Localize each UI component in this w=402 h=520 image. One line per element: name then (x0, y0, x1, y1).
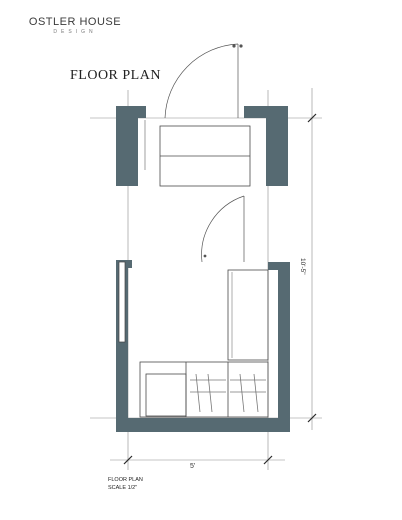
caption-scale: SCALE 1/2" (108, 485, 138, 491)
door-knob (203, 254, 207, 258)
counter-outline (139, 361, 269, 418)
dimension-width-label: 5' (190, 463, 196, 470)
rack-stroke (253, 373, 259, 413)
wall-panel (118, 261, 126, 343)
plan-title: FLOOR PLAN (70, 68, 161, 83)
rack-stroke (239, 373, 245, 413)
wall-upper-right (244, 106, 288, 186)
wall-lower-u (116, 260, 290, 432)
tall-unit (227, 269, 269, 361)
tick-mark (263, 455, 273, 465)
brand-subtitle: DESIGN (53, 29, 97, 35)
dimension-ticks (123, 113, 317, 465)
rack-stroke (207, 373, 213, 413)
door-knob (232, 44, 236, 48)
tall-unit-outline (227, 269, 269, 361)
lower-cabinets (139, 361, 269, 418)
rack-stroke (195, 373, 201, 413)
walls-lower (116, 260, 290, 432)
door-handles (203, 44, 243, 258)
caption-title: FLOOR PLAN (108, 477, 143, 483)
plan-caption: FLOOR PLAN SCALE 1/2" (108, 476, 143, 492)
walls-upper (116, 106, 288, 186)
door-knob (239, 44, 243, 48)
tick-mark (123, 455, 133, 465)
brand-name: OSTLER HOUSE (28, 16, 122, 28)
wall-upper-left (116, 106, 146, 186)
dimension-height-label: 10'-5" (299, 258, 306, 275)
door-swing-top (164, 43, 239, 119)
doors (164, 43, 245, 263)
tick-mark (307, 113, 317, 123)
upper-cabinet (144, 120, 251, 187)
tick-mark (307, 413, 317, 423)
cabinet-left (145, 373, 187, 417)
door-swing-middle (201, 195, 245, 263)
brand-logo: OSTLER HOUSE DESIGN (20, 16, 130, 35)
